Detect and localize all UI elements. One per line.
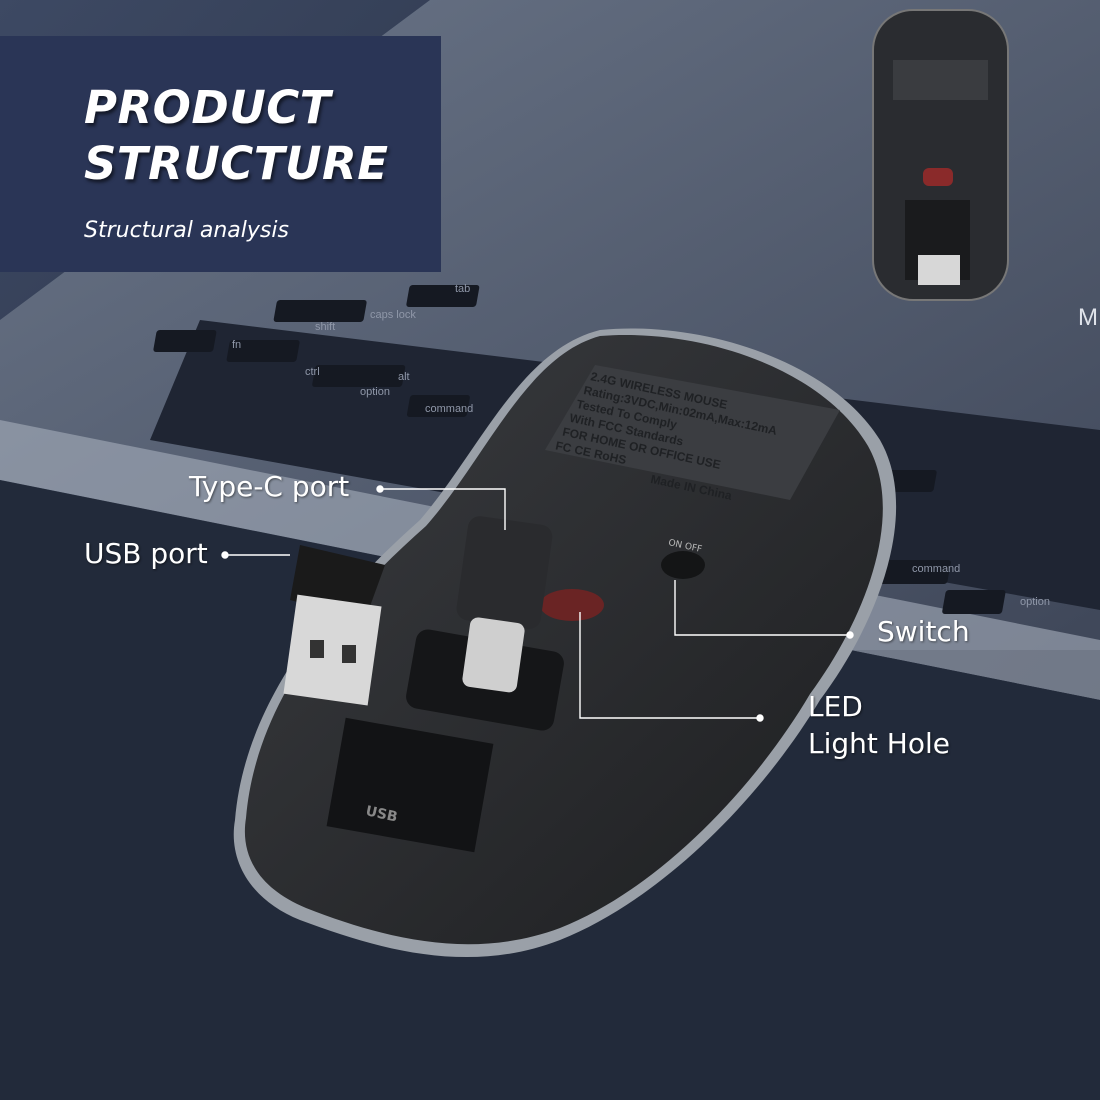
callout-light-hole: Light Hole [808,727,950,760]
key-command-left: command [425,403,473,415]
usb-receiver [283,545,385,706]
led-leader [579,612,760,719]
power-switch [661,551,705,579]
key-caps-lock: caps lock [370,309,416,321]
subtitle: Structural analysis [84,218,289,243]
callout-switch: Switch [877,615,970,648]
callout-led: LED [808,690,863,723]
key-option-left: option [360,386,390,398]
callout-lines [221,485,854,722]
key-m: M [1078,304,1098,331]
key-fn: fn [232,339,241,351]
key-ctrl: ctrl [305,366,320,378]
key-shift: shift [315,321,335,333]
callout-type-c-port: Type-C port [189,470,350,503]
type-c-leader [380,488,506,530]
callout-usb-port: USB port [84,537,208,570]
led-light-hole [540,589,604,621]
inset-mouse-photo [872,9,1009,301]
type-c-receiver [456,516,553,693]
spec-label-plate [545,365,840,500]
mouse-underside: 2.4G WIRELESS MOUSE Rating:3VDC,Min:02mA… [233,328,897,958]
key-option-right: option [1020,596,1050,608]
switch-leader [674,580,850,636]
svg-text:USB: USB [364,803,399,825]
key-command-right: command [912,563,960,575]
usb-slot [326,717,494,853]
key-tab: tab [455,283,470,295]
key-alt: alt [398,371,410,383]
